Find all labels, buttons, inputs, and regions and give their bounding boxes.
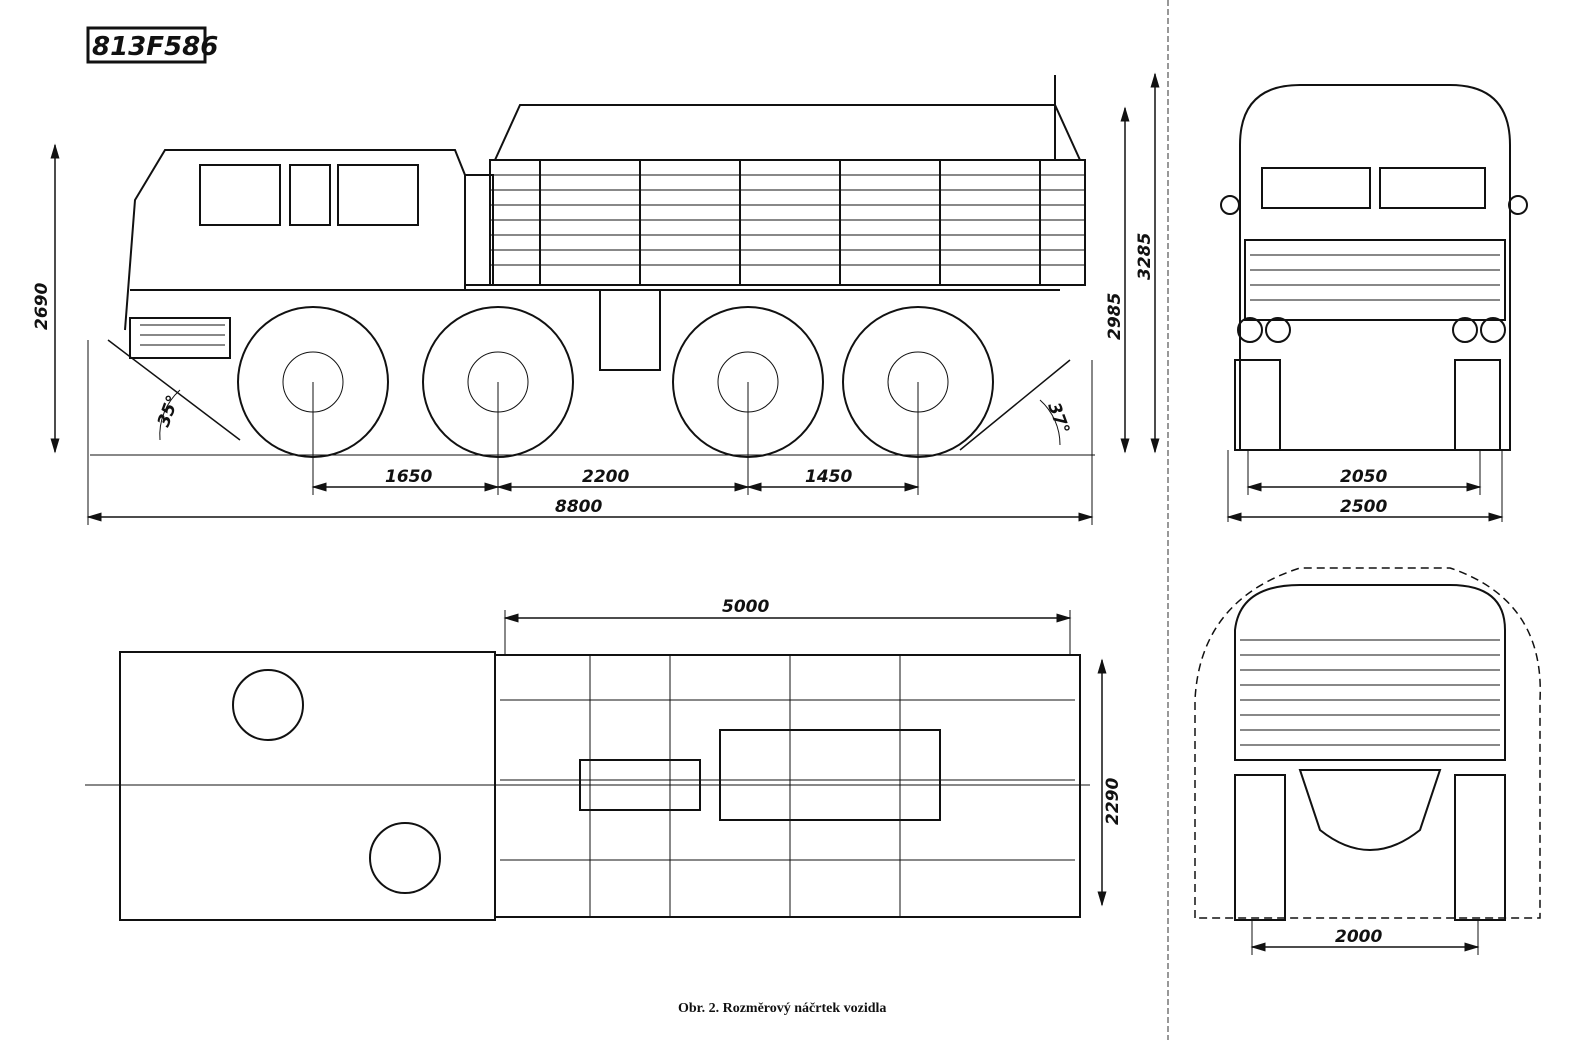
wheelbase-1-label: 1650	[385, 467, 432, 487]
wheels	[237, 306, 994, 458]
top-view: 5000 2290	[85, 597, 1123, 921]
bed-length-label: 5000	[722, 597, 769, 617]
bed-width-label: 2290	[1103, 778, 1123, 825]
cab-height-label: 2690	[32, 283, 52, 330]
approach-angle-label: 35°	[154, 393, 184, 430]
wheelbase-2-label: 2200	[582, 467, 629, 487]
rear-track-label: 2000	[1335, 927, 1382, 947]
total-height-label: 3285	[1135, 233, 1155, 280]
svg-text:813F586: 813F586	[92, 32, 218, 62]
total-length-label: 8800	[555, 497, 602, 517]
rear-view: 2000	[1194, 567, 1541, 955]
departure-angle-label: 37°	[1043, 400, 1073, 437]
bed-height-label: 2985	[1105, 293, 1125, 340]
drawing-code-label: 813F586	[86, 26, 218, 64]
cargo-bed	[464, 75, 1086, 371]
side-view: 35° 37° 2690 3285 2985 1650 2200 1450 88…	[32, 72, 1160, 525]
figure-caption: Obr. 2. Rozměrový náčrtek vozidla	[678, 1001, 886, 1016]
front-view: 2050 2500	[1220, 84, 1528, 522]
front-track-label: 2050	[1340, 467, 1387, 487]
cab	[124, 149, 466, 359]
wheelbase-3-label: 1450	[805, 467, 852, 487]
vehicle-width-label: 2500	[1340, 497, 1387, 517]
